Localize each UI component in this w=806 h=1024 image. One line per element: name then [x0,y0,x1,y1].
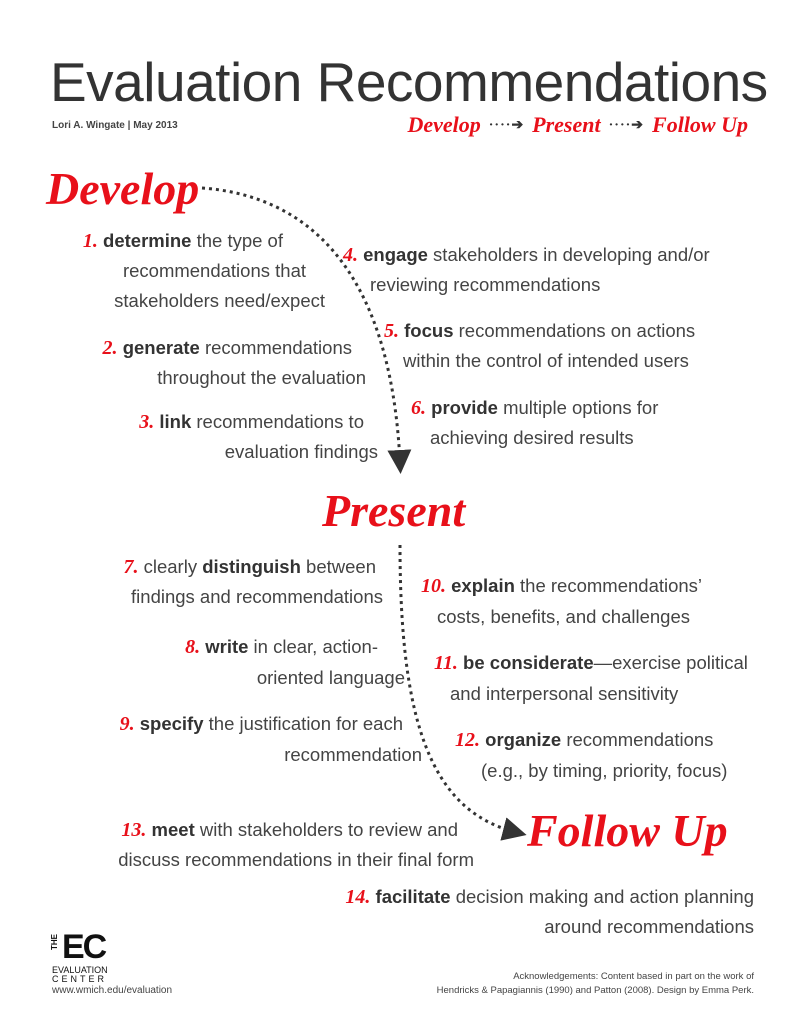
recommendation-item-6: 6. provide multiple options for [411,396,658,420]
item-number: 8. [185,636,201,658]
nav-present: Present [532,112,601,137]
item-text: the recommendations’ [514,575,703,596]
item-keyword: be considerate [463,652,594,673]
nav-develop: Develop [407,112,481,137]
recommendation-item-11: 11. be considerate—exercise political [434,651,748,675]
item-number: 2. [102,337,118,359]
item-continuation: recommendations that [122,260,306,281]
item-text: stakeholders in developing and/or [427,244,710,265]
item-continuation: reviewing recommendations [370,274,601,295]
item-continuation: and interpersonal sensitivity [450,683,679,704]
item-text: recommendations to [191,411,364,432]
recommendation-item-3: 3. link recommendations to [139,410,364,434]
item-continuation: (e.g., by timing, priority, focus) [481,760,728,781]
recommendation-item-5: 5. focus recommendations on actions [384,319,695,343]
item-number: 9. [119,713,135,735]
item-keyword: determine [103,230,192,251]
item-number: 13. [121,819,147,841]
item-continuation: recommendation [284,744,422,765]
item-text: in clear, action- [248,636,378,657]
heading-present: Present [322,485,466,536]
item-continuation: around recommendations [544,916,754,937]
recommendation-item-13: 13. meet with stakeholders to review and [121,818,458,842]
item-keyword: generate [122,337,200,358]
item-text: recommendations on actions [453,320,696,341]
recommendation-item-7: 7. clearly distinguish between [123,555,376,579]
item-continuation: oriented language [256,667,405,688]
item-text: the justification for each [203,713,403,734]
logo-the: THE [50,934,59,950]
item-keyword: distinguish [202,556,301,577]
recommendation-item-14: 14. facilitate decision making and actio… [345,885,754,909]
item-keyword: link [159,411,192,432]
heading-follow-up: Follow Up [527,805,728,856]
item-text: —exercise political [593,652,748,673]
recommendation-item-8: 8. write in clear, action- [185,635,378,659]
arrow-icon: ····➔ [488,117,525,133]
item-keyword: provide [431,397,498,418]
item-number: 7. [123,556,139,578]
recommendation-item-2: 2. generate recommendations [103,336,352,360]
process-summary: Develop ····➔ Present ····➔ Follow Up [407,112,748,138]
heading-develop: Develop [46,163,200,214]
item-text: multiple options for [497,397,659,418]
item-number: 14. [345,886,371,908]
ack-line: Hendricks & Papagiannis (1990) and Patto… [436,985,754,996]
recommendation-item-9: 9. specify the justification for each [120,712,403,736]
acknowledgements: Acknowledgements: Content based in part … [437,970,754,998]
logo-evaluation: EVALUATION [52,965,108,975]
website-link[interactable]: www.wmich.edu/evaluation [52,985,173,996]
item-text: clearly [138,556,203,577]
item-keyword: specify [139,713,204,734]
logo-ec: EC [62,928,107,966]
item-keyword: write [205,636,249,657]
item-continuation: within the control of intended users [403,350,689,371]
item-number: 6. [411,397,426,419]
item-keyword: meet [151,819,195,840]
item-keyword: facilitate [375,886,451,907]
item-continuation: throughout the evaluation [157,367,366,388]
item-keyword: explain [451,575,515,596]
item-text: recommendations [199,337,352,358]
item-number: 3. [139,411,155,433]
item-number: 11. [434,652,458,674]
item-number: 5. [384,320,399,342]
item-number: 10. [421,575,446,597]
item-text: recommendations [561,729,714,750]
recommendation-item-12: 12. organize recommendations [455,728,713,752]
arrow-icon: ····➔ [608,117,645,133]
item-number: 12. [455,729,480,751]
item-continuation: discuss recommendations in their final f… [118,849,474,870]
recommendation-item-4: 4. engage stakeholders in developing and… [343,243,710,267]
item-continuation: costs, benefits, and challenges [437,606,690,627]
item-text: between [300,556,376,577]
item-keyword: focus [404,320,454,341]
item-continuation: evaluation findings [224,441,378,462]
logo-center: CENTER [52,974,108,984]
item-number: 4. [343,244,358,266]
present-to-followup-arrow [398,544,527,841]
nav-follow-up: Follow Up [652,112,748,137]
ack-line: Acknowledgements: Content based in part … [513,971,754,982]
byline: Lori A. Wingate | May 2013 [52,120,178,131]
item-keyword: engage [363,244,428,265]
item-continuation: achieving desired results [430,427,634,448]
recommendation-item-10: 10. explain the recommendations’ [421,574,702,598]
recommendation-item-1: 1. determine the type of [83,229,283,253]
item-text: decision making and action planning [450,886,754,907]
item-continuation: stakeholders need/expect [114,290,325,311]
item-text: the type of [191,230,283,251]
item-text: with stakeholders to review and [194,819,458,840]
item-keyword: organize [485,729,562,750]
item-number: 1. [82,230,98,252]
page-title: Evaluation Recommendations [50,51,768,113]
item-continuation: findings and recommendations [131,586,383,607]
